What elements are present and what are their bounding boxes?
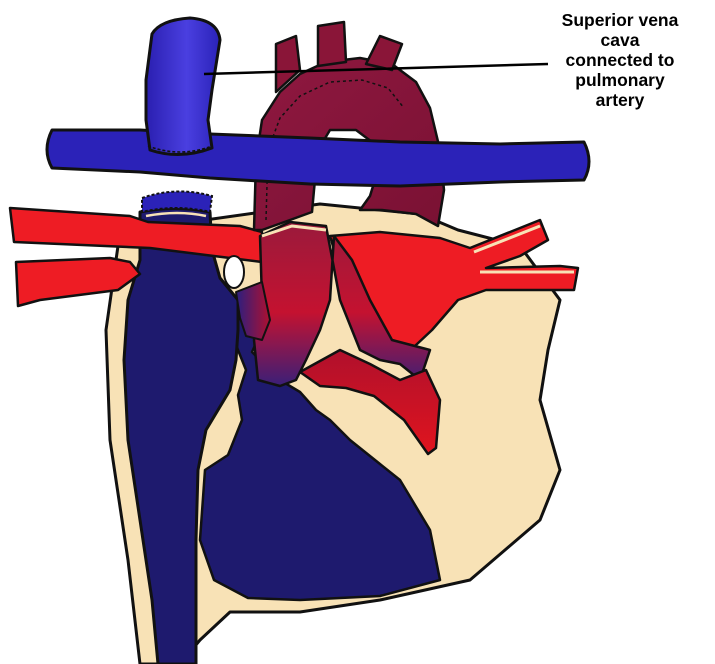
ivc-stitch [142,191,212,212]
annotation-line-5: artery [532,90,708,110]
annotation-line-1: Superior vena [532,10,708,30]
left-subclavian-branch [366,36,402,70]
left-carotid-branch [318,22,346,66]
annotation-line-3: connected to [532,50,708,70]
annotation-line-4: pulmonary [532,70,708,90]
annotation-line-2: cava [532,30,708,50]
annotation-label: Superior vena cava connected to pulmonar… [532,10,708,110]
superior-vena-cava [146,18,220,155]
pulmonary-artery-horizontal [47,130,589,186]
valve-ring [224,256,244,288]
